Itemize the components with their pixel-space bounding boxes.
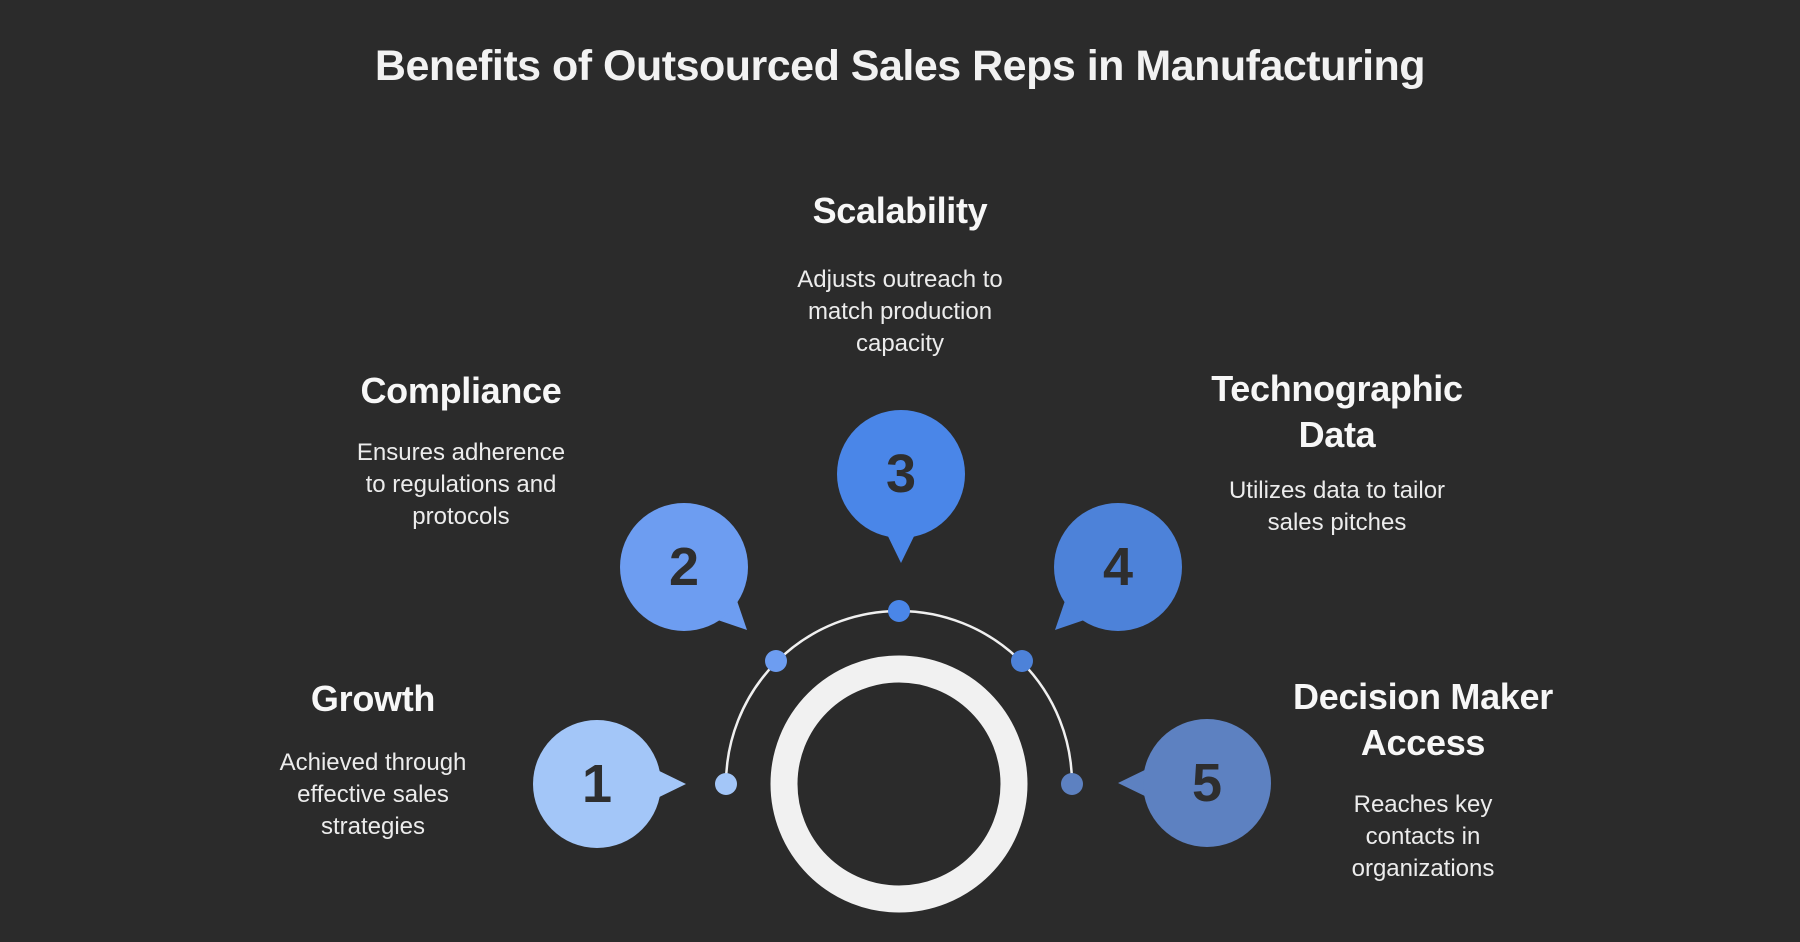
center-ring [770, 655, 1028, 913]
benefit-description-scalability: Adjusts outreach to match production cap… [797, 266, 1003, 357]
benefit-bubble-growth: 1 [533, 720, 661, 848]
bubble-number-4: 4 [1102, 537, 1134, 597]
benefit-bubble-compliance: 2 [620, 503, 748, 631]
benefit-label-decision-maker-access: Decision Maker Access Reaches key contac… [1213, 674, 1633, 885]
benefit-title-compliance: Compliance [360, 370, 562, 411]
arc-dot-2 [765, 650, 787, 672]
bubble-number-1: 1 [581, 754, 613, 814]
benefit-description-decision-maker-access: Reaches key contacts in organizations [1351, 791, 1495, 882]
benefit-title-decision-maker-access: Decision Maker Access [1293, 676, 1553, 763]
bubble-number-2: 2 [668, 537, 700, 597]
arc-dot-1 [715, 773, 737, 795]
page-title: Benefits of Outsourced Sales Reps in Man… [374, 42, 1426, 90]
benefit-label-growth: Growth Achieved through effective sales … [163, 676, 583, 843]
benefit-description-growth: Achieved through effective sales strateg… [279, 749, 467, 840]
arc-dot-5 [1061, 773, 1083, 795]
benefit-label-technographic-data: Technographic Data Utilizes data to tail… [1127, 366, 1547, 539]
benefit-title-growth: Growth [310, 678, 436, 719]
benefit-title-scalability: Scalability [812, 190, 988, 231]
arc-dot-3 [888, 600, 910, 622]
benefit-title-technographic-data: Technographic Data [1211, 368, 1463, 455]
benefit-label-scalability: Scalability Adjusts outreach to match pr… [690, 188, 1110, 360]
bubble-number-5: 5 [1191, 753, 1223, 813]
benefit-label-compliance: Compliance Ensures adherence to regulati… [251, 368, 671, 533]
benefit-bubble-decision-maker-access: 5 [1143, 719, 1271, 847]
benefit-description-technographic-data: Utilizes data to tailor sales pitches [1228, 477, 1446, 536]
arc-dot-4 [1011, 650, 1033, 672]
bubble-number-3: 3 [885, 444, 917, 504]
benefit-bubble-scalability: 3 [837, 410, 965, 538]
benefit-description-compliance: Ensures adherence to regulations and pro… [356, 439, 566, 530]
benefit-bubble-technographic-data: 4 [1054, 503, 1182, 631]
